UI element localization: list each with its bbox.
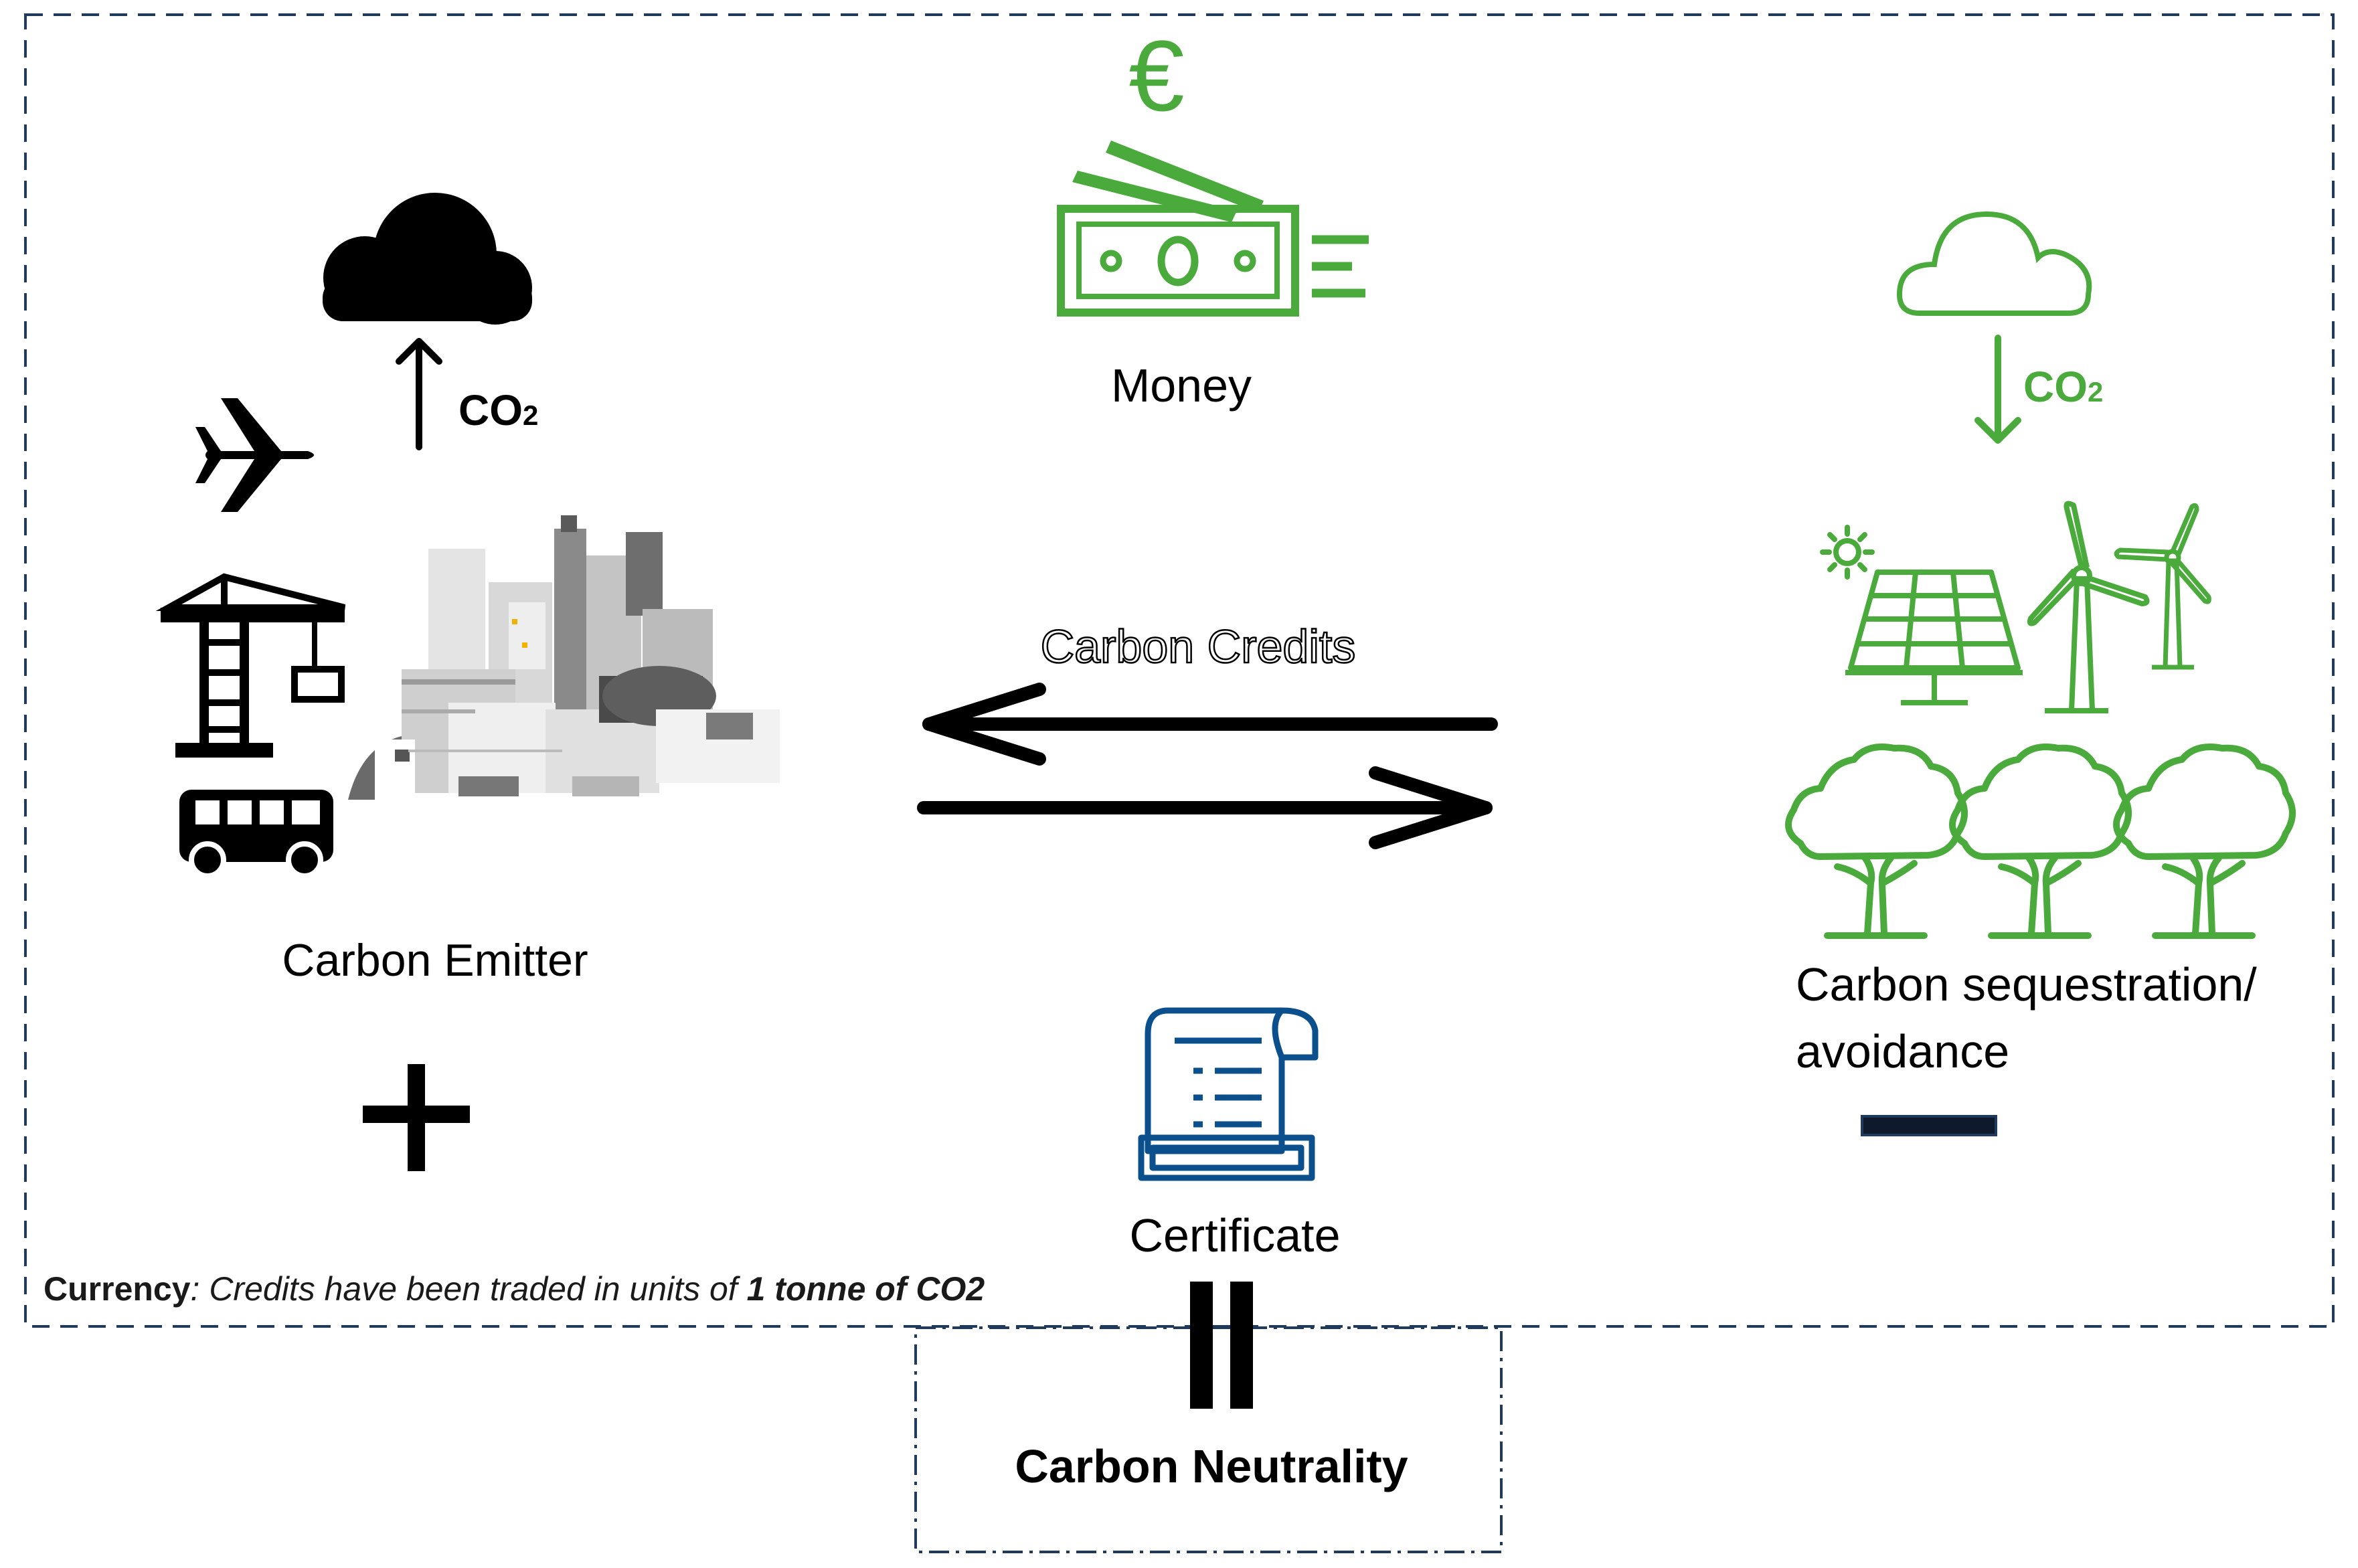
certificate-label: Certificate xyxy=(1129,1209,1340,1261)
sequestration-label-line1: Carbon sequestration/ xyxy=(1796,958,2257,1011)
banknote-icon xyxy=(1057,141,1369,317)
city-skyline-icon xyxy=(348,515,780,800)
co2-emit-label: CO2 xyxy=(458,386,538,434)
tree-icon xyxy=(1785,744,1968,939)
co2-up-arrow xyxy=(396,338,442,450)
bus-icon xyxy=(179,790,333,879)
neutrality-label: Carbon Neutrality xyxy=(1015,1440,1408,1492)
co2-down-arrow xyxy=(1974,335,2021,444)
wind-turbine-icon xyxy=(2027,501,2150,713)
tree-icon xyxy=(1949,744,2132,939)
credits-right-arrow xyxy=(917,766,1493,849)
currency-note: Currency: Credits have been traded in un… xyxy=(44,1270,985,1308)
equals-sign xyxy=(1190,1282,1253,1409)
carbon-credits-label: Carbon Credits xyxy=(1041,620,1356,673)
euro-icon: € xyxy=(1128,19,1184,132)
certificate-scroll-icon xyxy=(1138,1007,1319,1181)
credits-left-arrow xyxy=(922,683,1498,766)
solar-panel-icon xyxy=(1845,570,2023,705)
sequestration-label-line2: avoidance xyxy=(1796,1025,2009,1077)
co2-absorb-label: CO2 xyxy=(2023,363,2103,411)
cloud-outline-icon xyxy=(1896,211,2092,316)
crane-icon xyxy=(155,573,346,758)
minus-sign xyxy=(1861,1115,1997,1136)
sun-icon xyxy=(1820,525,1875,580)
cloud-icon xyxy=(323,193,532,325)
outer-dashed-frame xyxy=(24,13,2335,1328)
tree-icon xyxy=(2113,744,2296,939)
money-label: Money xyxy=(1111,359,1252,412)
airplane-icon xyxy=(195,398,314,512)
emitter-label: Carbon Emitter xyxy=(282,935,588,986)
plus-sign xyxy=(363,1064,470,1171)
wind-turbine-icon xyxy=(2114,503,2211,670)
